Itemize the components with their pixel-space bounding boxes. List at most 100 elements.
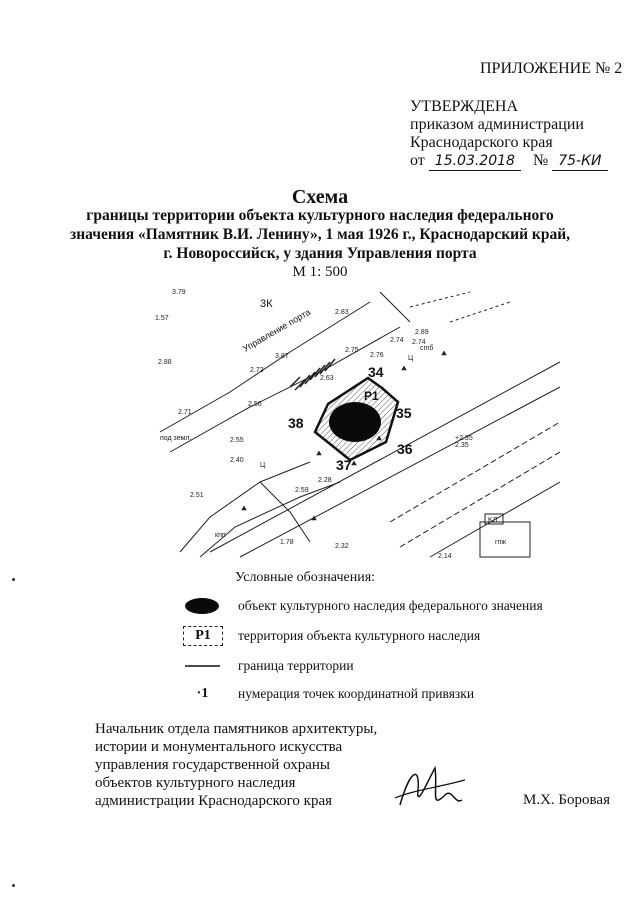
scale-label: М 1: 500 (292, 264, 348, 280)
path-2 (199, 481, 341, 558)
misc-label: +2.35 (455, 435, 473, 442)
elevation-label: 2.74 (412, 339, 426, 346)
legend-item-object: объект культурного наследия федерального… (180, 596, 560, 616)
legend-label: объект культурного наследия федерального… (238, 598, 543, 613)
signer-name: М.Х. Боровая (523, 792, 610, 808)
sidewalk-edge (169, 326, 401, 453)
legend-title: Условные обозначения: (235, 570, 376, 585)
approved-line-1: приказом администрации (410, 116, 584, 133)
elevation-label: 2.35 (455, 442, 469, 449)
number-prefix: № (532, 152, 549, 169)
elevation-label: 2.88 (158, 359, 172, 366)
legend-item-boundary: граница территории (180, 656, 560, 676)
point-label-36: 36 (397, 441, 413, 457)
elevation-label: 2.76 (370, 352, 384, 359)
scan-dot (12, 578, 15, 581)
position-line-1: Начальник отдела памятников архитектуры, (95, 721, 378, 737)
elevation-label: 2.75 (345, 347, 359, 354)
gpzh-building (479, 521, 531, 558)
tree-icon: ⯅ (440, 349, 448, 360)
point-label-34: 34 (368, 364, 384, 380)
approved-title: УТВЕРЖДЕНА (410, 98, 519, 115)
elevation-label: 2.51 (190, 492, 204, 499)
point-label-35: 35 (396, 405, 412, 421)
building-corner (379, 291, 411, 323)
position-line-3: управления государственной охраны (95, 757, 330, 773)
path-3 (259, 481, 311, 543)
misc-label: Ц (408, 355, 414, 362)
appendix-label: ПРИЛОЖЕНИЕ № 2 (480, 60, 623, 77)
line-icon (185, 665, 220, 667)
elevation-label: 3.87 (275, 353, 289, 360)
building-name: Управление порта (241, 307, 312, 354)
site-plan-map: 34 35 36 37 38 Р1 3К Управление порта 3.… (155, 289, 560, 560)
elevation-label: 2.83 (335, 309, 349, 316)
tree-icon: ⯅ (350, 459, 358, 470)
elevation-label: 2.55 (230, 437, 244, 444)
road-edge-1 (209, 361, 560, 553)
handwritten-signature (394, 765, 466, 806)
elevation-label: 2.71 (178, 409, 192, 416)
misc-label: гпж (495, 539, 506, 546)
elevation-label: 3.79 (172, 289, 186, 296)
date-value: 15.03.2018 (428, 152, 521, 171)
monument-object (329, 402, 381, 442)
rail-line-3 (429, 481, 560, 558)
point-label-37: 37 (336, 457, 352, 473)
elevation-label: 2.40 (230, 457, 244, 464)
date-prefix: от (410, 152, 425, 169)
elevation-label: 2.56 (248, 401, 262, 408)
tree-icon: ⯅ (400, 364, 408, 375)
subtitle-line-3: г. Новороссийск, у здания Управления пор… (163, 245, 477, 262)
legend-item-territory: P1 территория объекта культурного наслед… (180, 626, 560, 646)
stairs-hatch (289, 358, 336, 391)
approved-line-2: Краснодарского края (410, 134, 553, 151)
document-subtitle: границы территории объекта культурного н… (40, 206, 600, 263)
tree-icon: ⯅ (315, 449, 323, 460)
elevation-label: 2.63 (320, 375, 334, 382)
legend-label: нумерация точек координатной привязки (238, 686, 475, 701)
elevation-label: 2.74 (390, 337, 404, 344)
position-line-2: истории и монументального искусства (95, 739, 343, 755)
point-number-symbol: ·1 (196, 686, 209, 701)
scan-dot (12, 884, 15, 887)
subtitle-line-2: значения «Памятник В.И. Ленину», 1 мая 1… (69, 226, 571, 243)
misc-label: KЛ (488, 517, 498, 524)
rail-line-1 (389, 421, 560, 523)
elevation-label: 2.59 (295, 487, 309, 494)
territory-label-p1: Р1 (364, 389, 379, 403)
building-code: 3К (260, 298, 273, 310)
elevation-label: 2.32 (335, 543, 349, 550)
misc-label: кпп (215, 532, 226, 539)
rail-line-2 (399, 451, 560, 548)
document-title: Схема (291, 186, 349, 208)
top-dashed-lines (409, 291, 511, 323)
position-line-4: объектов культурного наследия (95, 775, 296, 791)
tree-icon: ⯅ (310, 514, 318, 525)
road-edge-2 (239, 386, 560, 558)
path-1 (179, 461, 311, 553)
territory-symbol: P1 (183, 626, 223, 646)
elevation-label: 1.78 (280, 539, 294, 546)
legend-label: территория объекта культурного наследия (238, 628, 481, 643)
elevation-label: 1.57 (155, 315, 169, 322)
elevation-label: 2.28 (318, 477, 332, 484)
approval-block: УТВЕРЖДЕНА приказом администрации Красно… (410, 98, 608, 171)
tree-icon: ⯅ (240, 504, 248, 515)
elevation-label: 2.72 (250, 367, 264, 374)
approval-date-line: от 15.03.2018 № 75-КИ (410, 152, 608, 171)
elevation-label: 2.89 (415, 329, 429, 336)
legend-item-points: ·1 нумерация точек координатной привязки (180, 684, 560, 704)
building-wall (159, 301, 371, 433)
tree-icon: ⯅ (375, 434, 383, 445)
number-value: 75-КИ (552, 152, 608, 171)
subtitle-line-1: границы территории объекта культурного н… (86, 207, 554, 224)
kl-box (484, 513, 504, 525)
elevation-label: 2.14 (438, 553, 452, 560)
position-line-5: администрации Краснодарского края (95, 793, 333, 809)
misc-label: Ц (260, 462, 266, 469)
misc-label: сmб (420, 344, 433, 352)
ellipse-fill-icon (185, 598, 219, 614)
legend-label: граница территории (238, 658, 354, 673)
misc-label: под земл. (160, 435, 191, 442)
